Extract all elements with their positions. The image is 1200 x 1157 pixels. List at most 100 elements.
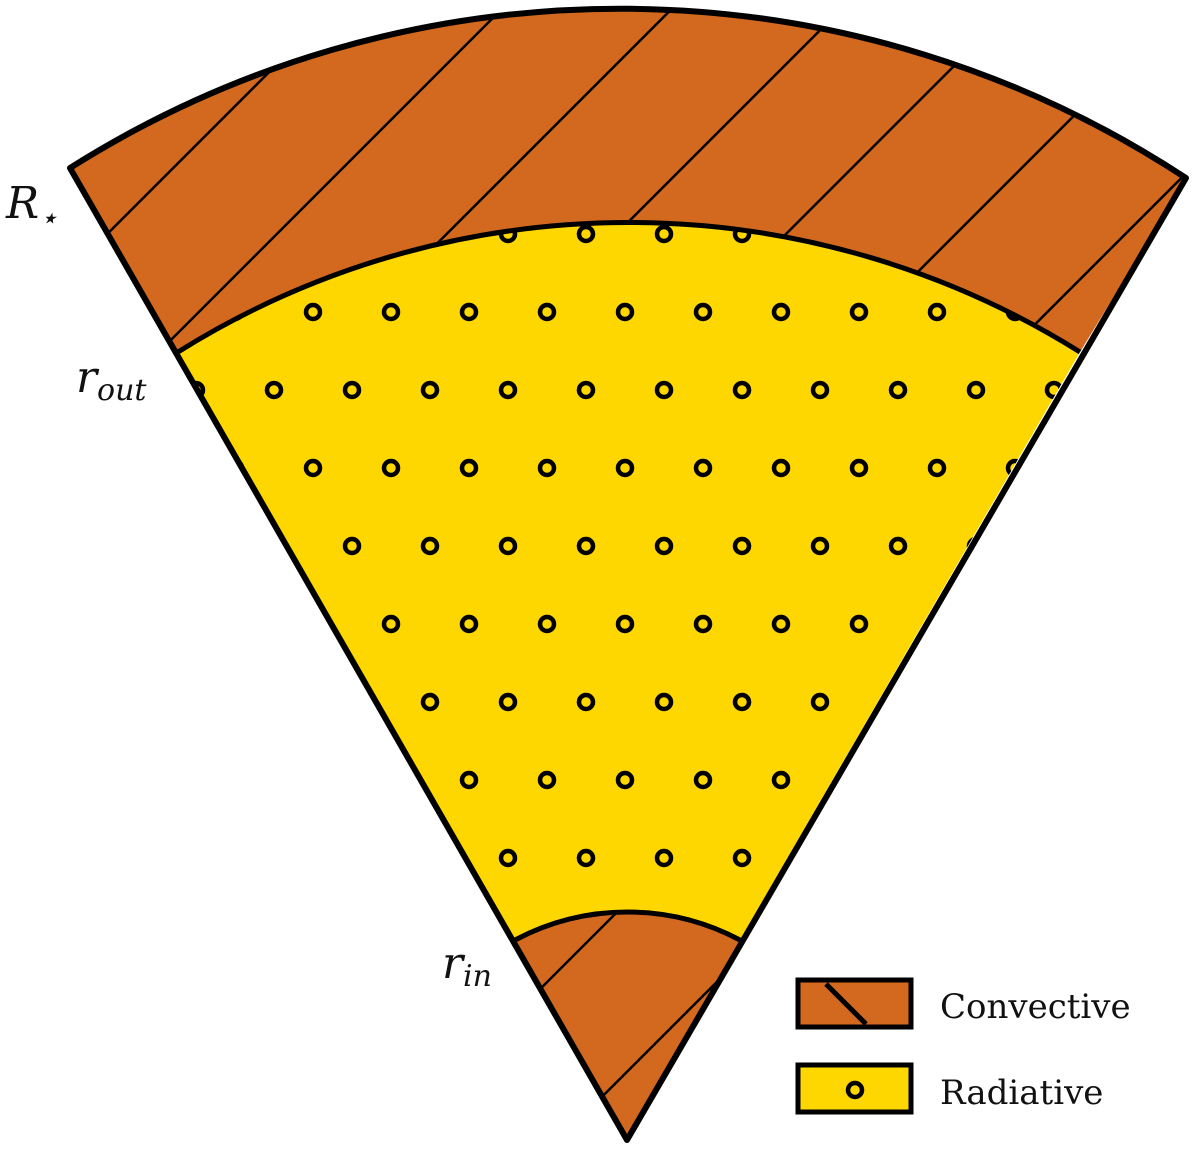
- ring-dot: [459, 302, 479, 322]
- ring-dot: [537, 770, 557, 790]
- ring-dot: [111, 851, 125, 865]
- ring-dot: [1044, 848, 1064, 868]
- legend-label-convective: Convective: [940, 987, 1131, 1027]
- ring-dot: [771, 458, 791, 478]
- ring-dot: [849, 458, 869, 478]
- r-in-boundary: [513, 909, 742, 943]
- ring-dot: [186, 536, 206, 556]
- ring-dot: [1164, 305, 1178, 319]
- ring-dot: [33, 695, 47, 709]
- ring-dot: [150, 461, 164, 475]
- ring-dot: [111, 695, 125, 709]
- ring-dot: [1086, 773, 1100, 787]
- ring-dot: [615, 302, 635, 322]
- ring-dot: [654, 692, 674, 712]
- ring-dot: [33, 383, 47, 397]
- legend-item-radiative: Radiative: [795, 1062, 1103, 1115]
- ring-dot: [33, 851, 47, 865]
- r-out-boundary: [176, 219, 1082, 355]
- ring-dot: [888, 380, 908, 400]
- ring-dot: [615, 770, 635, 790]
- ring-dot: [72, 773, 86, 787]
- ring-dot: [732, 692, 752, 712]
- ring-dot: [615, 614, 635, 634]
- ring-dot: [537, 614, 557, 634]
- ring-dot: [888, 848, 908, 868]
- ring-dot: [966, 380, 986, 400]
- ring-dot: [498, 692, 518, 712]
- hatch-icon: [824, 982, 868, 1026]
- ring-dot: [186, 848, 206, 868]
- ring-dot: [576, 848, 596, 868]
- ring-dot: [693, 770, 713, 790]
- ring-dot: [225, 926, 245, 941]
- ring-dot: [303, 458, 323, 478]
- ring-dot: [498, 848, 518, 868]
- radiative-swatch: [795, 1062, 914, 1115]
- legend: Convective Radiative: [795, 977, 1131, 1115]
- ring-dot: [810, 380, 830, 400]
- ring-dot: [1086, 461, 1100, 475]
- ring-dot: [654, 380, 674, 400]
- ring-dot: [1125, 695, 1139, 709]
- ring-dot: [342, 380, 362, 400]
- ring-dot: [771, 926, 791, 941]
- ring-dot: [771, 614, 791, 634]
- legend-label-radiative: Radiative: [940, 1073, 1103, 1113]
- ring-dot: [150, 773, 164, 787]
- ring-dot: [1086, 929, 1100, 943]
- ring-dot: [1044, 692, 1064, 712]
- ring-dot: [381, 770, 401, 790]
- ring-dot: [342, 848, 362, 868]
- ring-dot: [927, 302, 947, 322]
- ring-dot: [1005, 926, 1025, 941]
- ring-dot: [927, 458, 947, 478]
- ring-dot: [693, 458, 713, 478]
- ring-dot: [849, 770, 869, 790]
- ring-dot: [693, 614, 713, 634]
- ring-dot: [225, 770, 245, 790]
- ring-dot: [72, 305, 86, 319]
- ring-dot: [576, 224, 596, 244]
- ring-dot: [459, 926, 479, 941]
- ring-dot: [576, 692, 596, 712]
- ring-dot: [576, 380, 596, 400]
- ring-dot: [303, 302, 323, 322]
- ring-dot: [420, 380, 440, 400]
- ring-dot: [810, 692, 830, 712]
- ring-dot: [342, 692, 362, 712]
- ring-dot: [810, 848, 830, 868]
- ring-dot: [1125, 851, 1139, 865]
- ring-dot: [966, 848, 986, 868]
- ring-dot: [732, 536, 752, 556]
- ring-dot: [654, 536, 674, 556]
- ring-dot: [1044, 536, 1064, 556]
- ring-dot: [420, 692, 440, 712]
- ring-dot: [537, 458, 557, 478]
- ring-dot: [264, 380, 284, 400]
- ring-dot: [33, 539, 47, 553]
- legend-item-convective: Convective: [795, 977, 1131, 1030]
- ring-dot: [732, 380, 752, 400]
- convective-swatch: [795, 977, 914, 1030]
- ring-dot: [72, 461, 86, 475]
- ring-dot: [459, 770, 479, 790]
- ring-dot: [381, 926, 401, 941]
- ring-dot: [849, 926, 869, 941]
- ring-dot: [927, 770, 947, 790]
- ring-dot: [849, 302, 869, 322]
- r-star-label: R⋆: [5, 178, 58, 236]
- ring-dot: [381, 614, 401, 634]
- ring-dot: [537, 302, 557, 322]
- ring-dot: [1164, 617, 1178, 631]
- ring-dot: [927, 926, 947, 941]
- ring-dot: [72, 617, 86, 631]
- ring-dot: [732, 848, 752, 868]
- ring-dot: [225, 614, 245, 634]
- ring-dot: [264, 692, 284, 712]
- ring-dot: [186, 692, 206, 712]
- ring-dot: [111, 539, 125, 553]
- ring-dot: [888, 536, 908, 556]
- ring-dot: [72, 929, 86, 943]
